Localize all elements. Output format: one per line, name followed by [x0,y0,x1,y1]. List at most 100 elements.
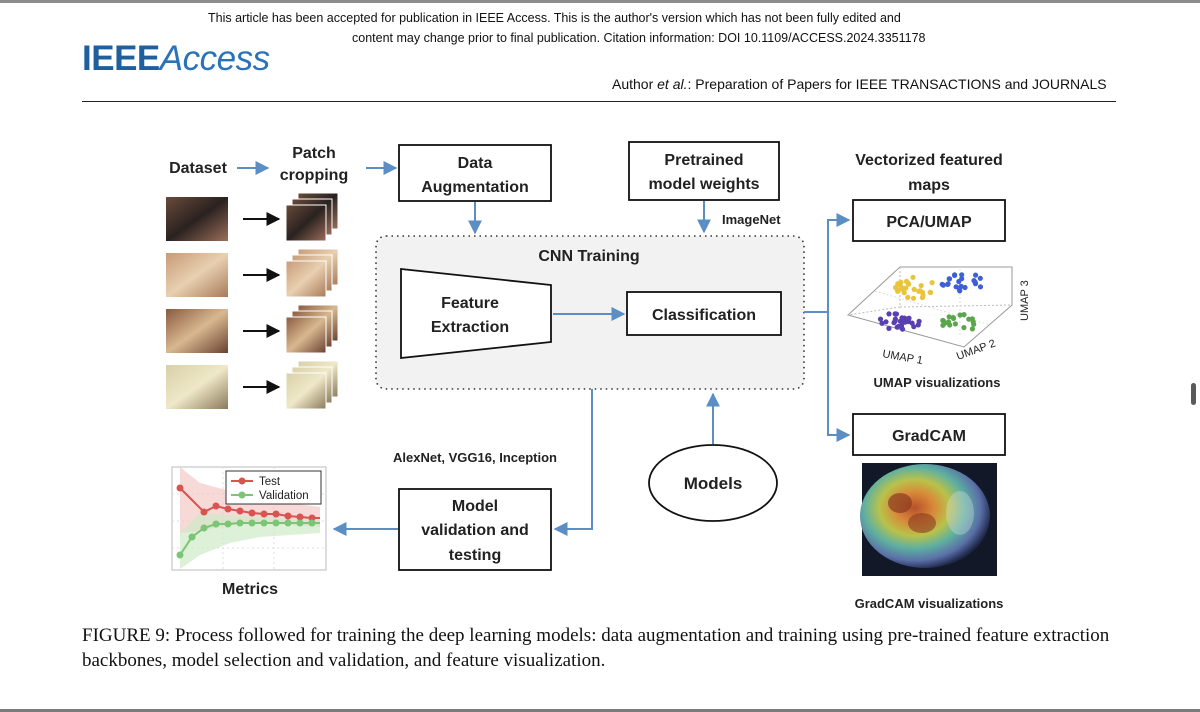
cluster-purple-point [915,322,921,328]
data-augmentation-box [398,144,552,202]
cluster-yellow-point [911,286,917,292]
vectorized-line-1: Vectorized featured [855,152,1003,169]
cluster-purple-point [902,319,908,325]
legend-validation: Validation [259,490,309,502]
cluster-yellow-point [895,288,901,294]
cluster-yellow-point [929,280,935,286]
test-series-points [176,484,316,522]
scrollbar-thumb[interactable] [1191,383,1196,405]
cnn-to-validation-arrow [553,389,593,536]
models-label: Models [684,474,743,493]
umap-plot: UMAP 1 UMAP 2 UMAP 3 [846,266,1031,367]
cnn-to-gradcam-arrow [827,312,851,442]
cluster-green-point [957,312,963,318]
cluster-purple-point [886,325,892,331]
metrics-legend [225,470,322,505]
pca-umap-label: PCA/UMAP [886,214,972,231]
cluster-yellow-point [916,288,922,294]
umap-2-label: UMAP 2 [955,338,997,363]
cluster-yellow-point [901,290,907,296]
pca-umap-box [852,199,1006,242]
cluster-purple-point [886,311,892,317]
cluster-purple-point [895,323,902,329]
cluster-green-point [961,325,967,331]
cluster-green-point [970,319,976,325]
sample-image-2 [166,253,228,297]
cluster-yellow-point [920,293,926,299]
dataset-label: Dataset [169,160,227,177]
running-head: Author et al.: Preparation of Papers for… [612,76,1107,92]
model-validation-box [398,488,552,571]
cluster-yellow-point [928,289,934,296]
sample-image-3 [166,309,228,353]
cluster-green-point [946,314,952,320]
publication-notice-line-2: content may change prior to final public… [352,31,926,45]
cluster-green-point [940,317,946,324]
cluster-green-point [950,315,957,321]
cluster-yellow-point [898,279,904,285]
gradcam-box [852,413,1006,456]
publication-notice-line-1: This article has been accepted for publi… [208,11,901,25]
vectorized-line-2: maps [908,177,950,194]
cluster-yellow-point [905,294,911,300]
crop-arrows [243,212,281,394]
cluster-blue-point [952,272,958,278]
cluster-yellow-point [903,285,909,291]
logo-ieee-text: IEEE [82,39,160,78]
legend-test: Test [259,476,281,488]
backbones-label: AlexNet, VGG16, Inception [393,450,557,465]
patch-stacks [285,192,339,410]
metrics-chart: Test Validation [171,466,327,571]
feature-line-1: Feature [441,295,499,312]
ieee-access-logo: IEEEAccess [82,39,270,79]
cluster-blue-point [977,284,984,290]
umap-1-label: UMAP 1 [881,348,923,367]
running-head-author: Author [612,76,654,92]
cluster-blue-point [972,279,978,285]
process-figure: Dataset Patch cropping [166,141,1031,611]
cluster-purple-point [883,319,889,325]
cluster-purple-point [877,316,884,322]
running-head-etal: et al. [657,76,688,92]
pretrained-weights-box [628,141,780,201]
cluster-blue-point [959,272,965,278]
patch-label-line-1: Patch [292,145,336,162]
umap-visualizations-label: UMAP visualizations [874,375,1001,390]
augmentation-line-2: Augmentation [421,179,529,196]
metrics-label: Metrics [222,581,278,598]
cluster-green-point [966,316,972,322]
classification-label: Classification [652,307,756,324]
dataset-samples [166,197,228,409]
cluster-yellow-point [898,285,905,291]
validation-line-1: Model [452,498,498,515]
logo-access-text: Access [159,39,270,78]
imagenet-label: ImageNet [722,212,781,227]
cluster-purple-point [909,320,915,326]
cluster-purple-point [891,320,897,326]
cluster-purple-point [893,311,900,317]
augmentation-line-1: Data [458,155,493,172]
cluster-blue-point [939,281,945,287]
umap-clusters [877,272,984,332]
cluster-blue-point [977,275,983,281]
cnn-training-label: CNN Training [538,248,639,265]
gradcam-visualizations-label: GradCAM visualizations [855,596,1004,611]
cluster-purple-point [879,320,885,326]
running-head-title: : Preparation of Papers for IEEE TRANSAC… [687,76,1107,92]
sample-image-4 [166,365,228,409]
feature-extraction-shape [400,267,552,360]
umap-3-label: UMAP 3 [1019,280,1031,321]
gradcam-heatmap-image [860,463,997,576]
cluster-yellow-point [910,295,917,301]
validation-line-2: validation and [421,522,529,539]
header-rule [82,101,1116,102]
cluster-blue-point [962,284,968,291]
cluster-blue-point [957,288,963,294]
cluster-blue-point [973,272,979,278]
cluster-blue-point [945,281,951,287]
feature-line-2: Extraction [431,319,509,336]
validation-line-3: testing [449,547,501,564]
figure-caption: FIGURE 9: Process followed for training … [82,625,1110,671]
sample-image-1 [166,197,228,241]
